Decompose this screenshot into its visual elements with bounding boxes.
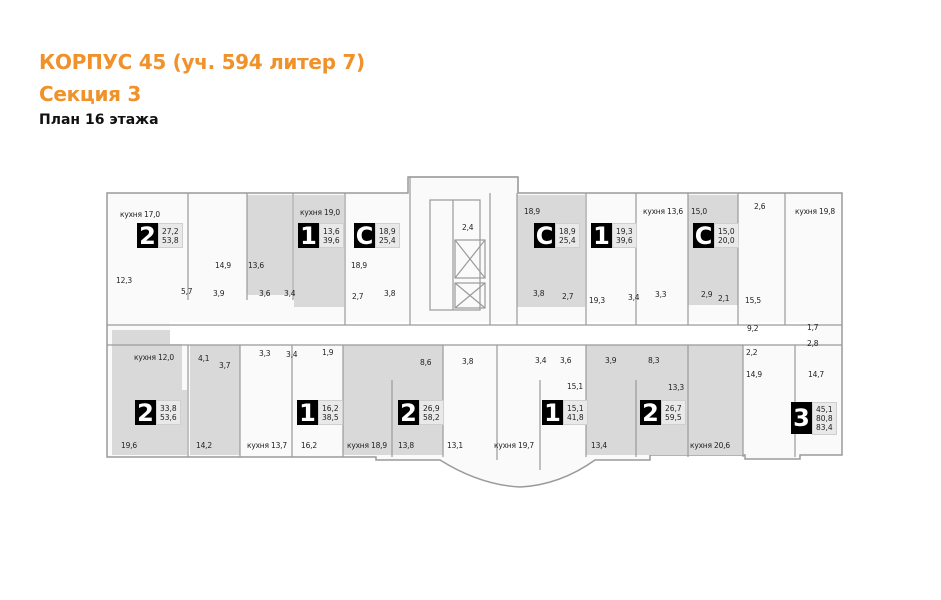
room-area: 2,2	[746, 348, 758, 357]
room-area: 14,9	[746, 370, 762, 379]
room-area: 13,3	[668, 383, 684, 392]
room-area: 12,3	[116, 276, 132, 285]
room-area: 3,3	[259, 349, 271, 358]
room-area: 18,9	[351, 261, 367, 270]
room-area: 3,4	[286, 350, 298, 359]
room-area: 2,8	[807, 339, 819, 348]
room-area: 4,1	[198, 354, 210, 363]
room-area: кухня 13,6	[643, 207, 683, 216]
room-area: 3,8	[384, 289, 396, 298]
room-area: 3,9	[213, 289, 225, 298]
room-area: 3,3	[655, 290, 667, 299]
room-area: кухня 17,0	[120, 210, 160, 219]
room-area: 15,5	[745, 296, 761, 305]
room-area: 13,1	[447, 441, 463, 450]
room-area: 3,4	[535, 356, 547, 365]
room-area: кухня 13,7	[247, 441, 287, 450]
room-area: 2,7	[352, 292, 364, 301]
room-area: 3,6	[560, 356, 572, 365]
room-area: кухня 20,6	[690, 441, 730, 450]
room-area: 1,7	[807, 323, 819, 332]
room-area: 15,1	[567, 382, 583, 391]
room-area: 13,6	[248, 261, 264, 270]
room-area: 3,8	[533, 289, 545, 298]
room-area: кухня 18,9	[347, 441, 387, 450]
room-area: 2,9	[701, 290, 713, 299]
room-area: 15,0	[691, 207, 707, 216]
room-area: 2,7	[562, 292, 574, 301]
room-area: 3,4	[628, 293, 640, 302]
room-area: 5,7	[181, 287, 193, 296]
room-area: 9,2	[747, 324, 759, 333]
room-area: 19,3	[589, 296, 605, 305]
room-area: 3,6	[259, 289, 271, 298]
room-area: 14,9	[215, 261, 231, 270]
room-area: 3,9	[605, 356, 617, 365]
room-area: 18,9	[524, 207, 540, 216]
room-area: 13,4	[591, 441, 607, 450]
floor-plan-title: План 16 этажа	[39, 112, 159, 128]
room-area: кухня 19,8	[795, 207, 835, 216]
room-area: 2,6	[754, 202, 766, 211]
room-area: 2,1	[718, 294, 730, 303]
room-area: кухня 19,7	[494, 441, 534, 450]
room-area: 16,2	[301, 441, 317, 450]
section-title: Секция 3	[39, 82, 141, 106]
room-area: 3,7	[219, 361, 231, 370]
room-area: кухня 12,0	[134, 353, 174, 362]
room-area: 14,2	[196, 441, 212, 450]
room-area: кухня 19,0	[300, 208, 340, 217]
room-area: 2,4	[462, 223, 474, 232]
room-area: 8,6	[420, 358, 432, 367]
room-area: 3,4	[284, 289, 296, 298]
room-area: 8,3	[648, 356, 660, 365]
room-area: 19,6	[121, 441, 137, 450]
room-area: 3,8	[462, 357, 474, 366]
building-title: КОРПУС 45 (уч. 594 литер 7)	[39, 50, 365, 74]
room-area: 14,7	[808, 370, 824, 379]
room-area: 13,8	[398, 441, 414, 450]
room-area: 1,9	[322, 348, 334, 357]
